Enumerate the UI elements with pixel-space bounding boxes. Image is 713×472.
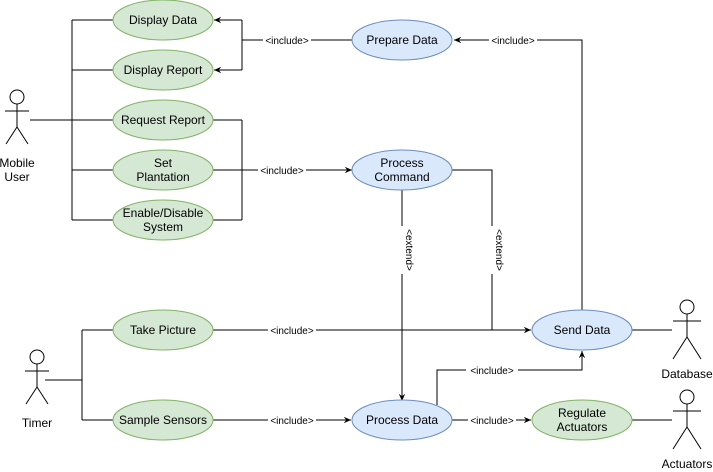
use-case-request-report[interactable]: Request Report (112, 99, 214, 141)
actor-label: Actuators (662, 457, 713, 471)
use-case-label: Display Data (129, 13, 197, 27)
edge-user-to-process-command: <include> (213, 119, 352, 221)
actor-label: Database (661, 367, 713, 381)
edge-label: <include> (470, 416, 514, 427)
use-case-process-command[interactable]: Process Command (351, 149, 453, 191)
use-case-label-line1: Enable/Disable (123, 206, 204, 220)
use-case-set-plantation[interactable]: Set Plantation (112, 149, 214, 191)
use-case-label-line2: Actuators (557, 420, 608, 434)
edge-process-data-to-send: <include> (436, 351, 586, 405)
edge-sample-to-process: <include> (213, 414, 351, 427)
edge-label: <include> (491, 36, 535, 47)
stick-figure-icon (25, 349, 49, 405)
edge-take-picture-to-send: <include> (213, 324, 531, 337)
actor-label-line1: Mobile (0, 156, 35, 170)
stick-figure-icon (5, 89, 29, 145)
actor-label-line2: User (4, 170, 29, 184)
edge-process-to-regulate: <include> (452, 414, 531, 427)
use-case-label-line2: Command (374, 170, 429, 184)
edge-label: <extend> (493, 229, 504, 271)
use-case-display-data[interactable]: Display Data (112, 0, 214, 41)
edge-process-command-extend-1: <extend> (396, 190, 414, 401)
use-case-send-data[interactable]: Send Data (531, 309, 633, 351)
use-case-label: Take Picture (130, 323, 196, 337)
actor-actuators[interactable]: Actuators (662, 389, 713, 471)
use-case-label: Prepare Data (366, 33, 438, 47)
edge-label: <include> (265, 36, 309, 47)
edge-label: <include> (270, 416, 314, 427)
external-actor-connections (632, 329, 672, 421)
actor-label: Timer (22, 416, 52, 430)
use-case-label: Process Data (366, 413, 438, 427)
use-case-label: Send Data (554, 323, 611, 337)
use-case-enable-disable-system[interactable]: Enable/Disable System (112, 199, 214, 241)
use-case-label-line1: Set (154, 156, 173, 170)
timer-connections (45, 329, 113, 421)
use-case-prepare-data[interactable]: Prepare Data (351, 19, 453, 61)
edge-label: <include> (270, 326, 314, 337)
use-case-label: Request Report (121, 113, 206, 127)
edge-label: <include> (260, 166, 304, 177)
stick-figure-icon (672, 299, 702, 360)
actor-mobile-user[interactable]: Mobile User (0, 89, 35, 184)
use-case-sample-sensors[interactable]: Sample Sensors (112, 399, 214, 441)
actor-timer[interactable]: Timer (22, 349, 52, 430)
stick-figure-icon (672, 389, 702, 450)
use-case-process-data[interactable]: Process Data (351, 399, 453, 441)
use-case-label-line1: Process (380, 156, 423, 170)
edge-process-command-extend-2: <extend> (452, 169, 504, 330)
mobile-user-connections (30, 19, 113, 221)
use-case-take-picture[interactable]: Take Picture (112, 309, 214, 351)
use-case-label: Sample Sensors (119, 413, 207, 427)
use-case-label-line2: System (143, 220, 183, 234)
use-case-label-line2: Plantation (136, 170, 189, 184)
use-case-regulate-actuators[interactable]: Regulate Actuators (531, 399, 633, 441)
edge-prepare-to-display: <include> (214, 16, 352, 74)
actor-database[interactable]: Database (661, 299, 713, 381)
use-case-label: Display Report (124, 63, 203, 77)
edge-send-to-prepare: <include> (454, 34, 583, 311)
edge-label: <include> (470, 366, 514, 377)
edge-label: <extend> (403, 229, 414, 271)
use-case-display-report[interactable]: Display Report (112, 49, 214, 91)
use-case-label-line1: Regulate (558, 406, 606, 420)
